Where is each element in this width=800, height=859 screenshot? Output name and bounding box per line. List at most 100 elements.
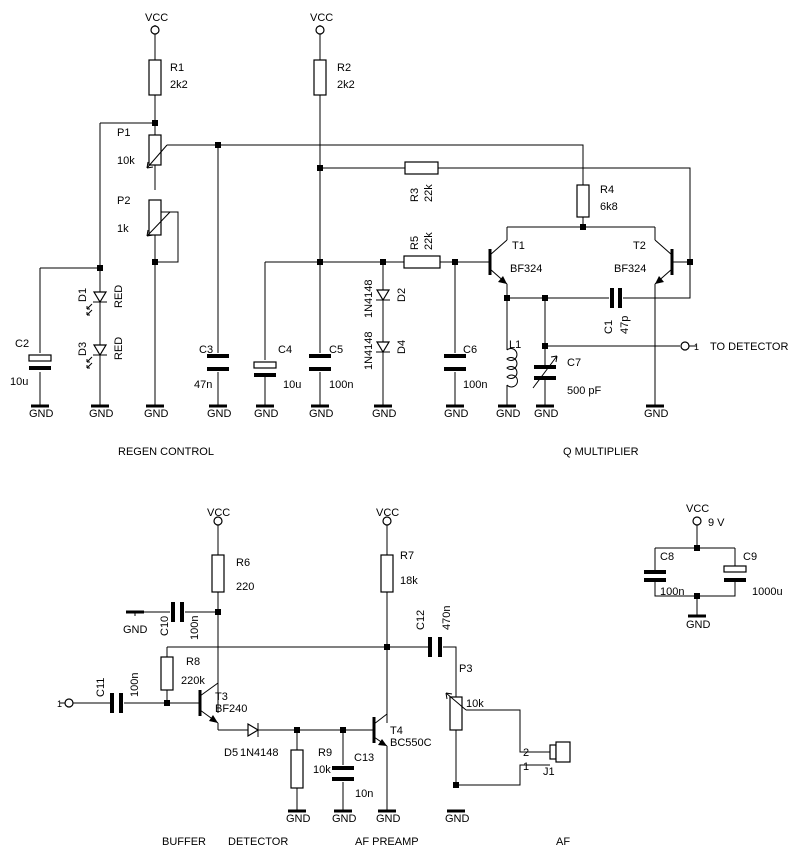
gnd-label: GND xyxy=(309,408,334,420)
jack-pin-2: 2 xyxy=(523,747,529,759)
c3-value: 47n xyxy=(194,379,212,391)
r9-value: 10k xyxy=(313,764,331,776)
c8-value: 100n xyxy=(660,586,684,598)
p3-ref: P3 xyxy=(459,663,472,675)
vcc-symbol xyxy=(213,516,223,526)
section-q-multiplier: Q MULTIPLIER xyxy=(563,446,639,458)
gnd-label: GND xyxy=(444,408,469,420)
p1-value: 10k xyxy=(117,155,135,167)
resistor-r6 xyxy=(211,554,225,593)
resistor-r4 xyxy=(576,184,590,218)
c5-value: 100n xyxy=(329,379,353,391)
capacitor-c7-variable xyxy=(532,355,558,389)
vcc-symbol xyxy=(382,516,392,526)
capacitor-c2-electrolytic xyxy=(28,354,52,370)
diode-d4 xyxy=(375,341,391,354)
capacitor-c6 xyxy=(444,354,466,371)
potentiometer-p3 xyxy=(445,692,467,731)
c4-value: 10u xyxy=(283,379,301,391)
capacitor-c13 xyxy=(332,766,354,781)
to-detector-port xyxy=(680,341,697,351)
l1-ref: L1 xyxy=(509,339,521,351)
r4-ref: R4 xyxy=(600,184,614,196)
gnd-label: GND xyxy=(332,813,357,825)
section-af: AF xyxy=(556,836,570,848)
gnd-label: GND xyxy=(286,813,311,825)
c1-ref: C1 xyxy=(603,320,615,334)
c9-value: 1000u xyxy=(752,586,783,598)
t4-ref: T4 xyxy=(390,725,403,737)
j1-ref: J1 xyxy=(543,766,555,778)
vcc-label: VCC xyxy=(310,12,333,24)
vcc-symbol xyxy=(692,516,702,530)
d2-ref: D2 xyxy=(396,288,408,302)
gnd-label: GND xyxy=(29,408,54,420)
led-d3 xyxy=(86,344,108,369)
gnd-label: GND xyxy=(496,408,521,420)
r9-ref: R9 xyxy=(318,747,332,759)
capacitor-c11 xyxy=(110,693,123,713)
c13-value: 10n xyxy=(355,788,373,800)
t2-value: BF324 xyxy=(614,263,646,275)
d3-ref: D3 xyxy=(77,342,89,356)
c12-ref: C12 xyxy=(415,610,427,630)
t4-value: BC550C xyxy=(390,737,432,749)
junction-dots xyxy=(97,120,700,788)
r6-value: 220 xyxy=(236,581,254,593)
t3-ref: T3 xyxy=(215,691,228,703)
resistor-r7 xyxy=(380,554,394,593)
input-port xyxy=(60,698,74,708)
resistor-r1 xyxy=(148,59,162,96)
vcc-label: VCC xyxy=(207,507,230,519)
d4-ref: D4 xyxy=(396,340,408,354)
vcc-label: VCC xyxy=(376,507,399,519)
d3-value: RED xyxy=(113,337,125,360)
vcc-symbol xyxy=(150,25,160,35)
input-pin: 1 xyxy=(57,699,62,709)
transistor-t1 xyxy=(482,239,508,285)
transistor-t4 xyxy=(372,647,388,747)
potentiometer-p1 xyxy=(146,134,168,169)
jack-pin-1: 1 xyxy=(523,761,529,773)
r2-value: 2k2 xyxy=(337,79,355,91)
inductor-l1 xyxy=(506,348,518,388)
vcc-label: VCC xyxy=(686,503,709,515)
c7-ref: C7 xyxy=(567,357,581,369)
r5-ref: R5 xyxy=(409,236,421,250)
c11-value: 100n xyxy=(129,673,141,697)
transistor-t3 xyxy=(198,647,219,730)
c4-ref: C4 xyxy=(278,344,292,356)
c1-value: 47p xyxy=(619,316,631,334)
capacitor-c12 xyxy=(428,637,442,657)
to-detector-label: TO DETECTOR xyxy=(710,341,788,353)
r3-ref: R3 xyxy=(409,188,421,202)
t1-value: BF324 xyxy=(510,263,542,275)
transistor-t2 xyxy=(654,239,680,285)
vcc-symbol xyxy=(315,25,325,35)
r7-ref: R7 xyxy=(400,550,414,562)
to-detector-pin: 1 xyxy=(694,342,699,352)
c7-value: 500 pF xyxy=(567,385,602,397)
c9-ref: C9 xyxy=(743,551,757,563)
d4-value: 1N4148 xyxy=(363,331,375,370)
supply-voltage-label: 9 V xyxy=(708,517,725,529)
c10-value: 100n xyxy=(189,616,201,640)
p2-value: 1k xyxy=(117,223,129,235)
r6-ref: R6 xyxy=(236,557,250,569)
wiring-top xyxy=(39,35,691,405)
c5-ref: C5 xyxy=(329,344,343,356)
vcc-label: VCC xyxy=(145,12,168,24)
gnd-label: GND xyxy=(686,619,711,631)
c10-ref: C10 xyxy=(159,616,171,636)
gnd-label: GND xyxy=(144,408,169,420)
capacitor-c3 xyxy=(207,354,229,371)
r7-value: 18k xyxy=(400,575,418,587)
section-detector: DETECTOR xyxy=(228,836,288,848)
c3-ref: C3 xyxy=(199,344,213,356)
p3-value: 10k xyxy=(466,698,484,710)
section-regen-control: REGEN CONTROL xyxy=(118,446,214,458)
diode-d5 xyxy=(247,722,260,738)
audio-jack-j1 xyxy=(549,741,571,763)
d1-value: RED xyxy=(113,285,125,308)
